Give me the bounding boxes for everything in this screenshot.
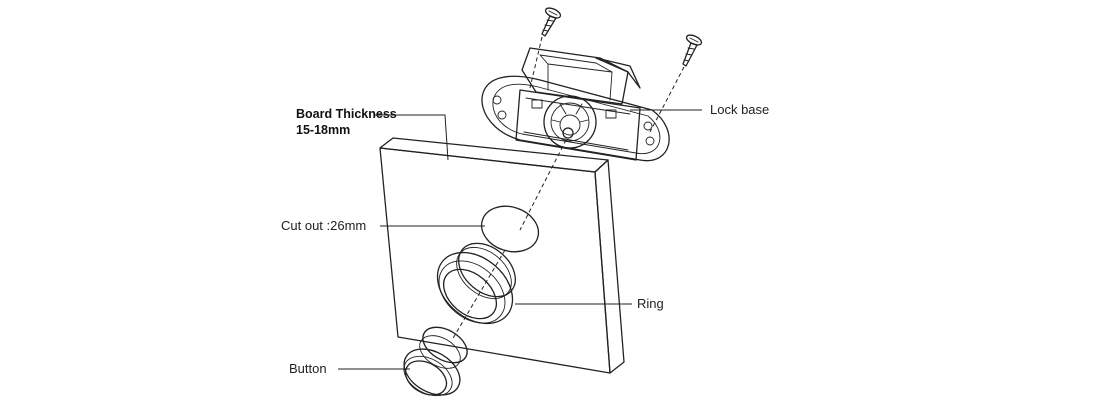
lock-base-label: Lock base bbox=[710, 102, 769, 117]
ring-part bbox=[436, 242, 516, 325]
assembly-axis bbox=[519, 139, 567, 231]
button-label: Button bbox=[289, 361, 327, 376]
screw-right-axis bbox=[649, 66, 685, 133]
assembly-axis-lower bbox=[451, 249, 506, 341]
board-thickness-title: Board Thickness bbox=[296, 107, 397, 121]
screw-left-axis bbox=[529, 36, 543, 89]
screw-left bbox=[541, 7, 562, 37]
cut-out-label: Cut out :26mm bbox=[281, 218, 366, 233]
cut-out-hole bbox=[480, 205, 540, 253]
lock-base-part bbox=[481, 47, 670, 162]
board-thickness-value: 15-18mm bbox=[296, 123, 350, 137]
ring-label: Ring bbox=[637, 296, 664, 311]
screw-right bbox=[682, 34, 703, 67]
board-thickness-leader bbox=[374, 114, 449, 161]
button-part bbox=[403, 326, 468, 397]
board-panel bbox=[379, 137, 625, 374]
